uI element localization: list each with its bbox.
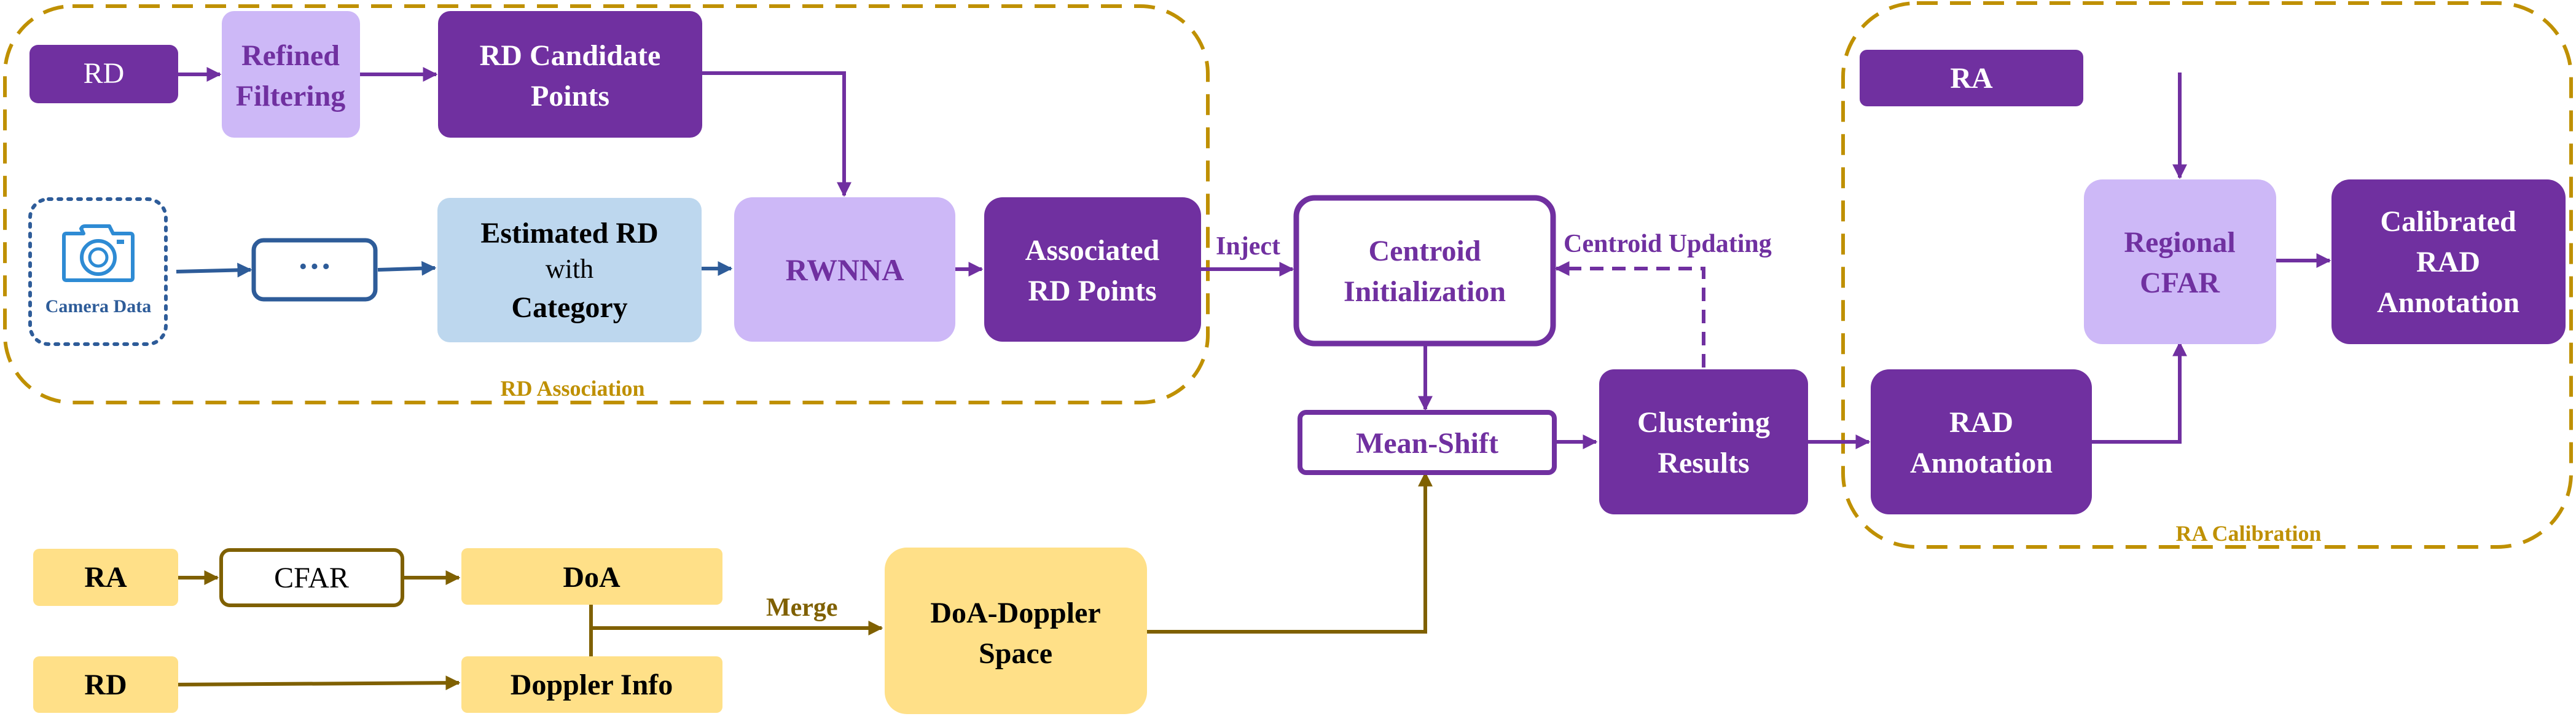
node-doa: DoA xyxy=(461,548,722,605)
node-regional-cfar-line2: CFAR xyxy=(2140,267,2220,299)
inject-label: Inject xyxy=(1216,232,1280,261)
node-rad-annotation-line1: RAD xyxy=(1949,406,2013,439)
edges xyxy=(176,67,2331,691)
node-estimated-rd-line2: with xyxy=(546,254,593,284)
edge-rd-to-doppler xyxy=(178,675,461,691)
node-associated-line1: Associated xyxy=(1025,234,1160,267)
node-centroid-init-line1: Centroid xyxy=(1368,235,1481,267)
node-doa-doppler-space: DoA-Doppler Space xyxy=(885,548,1147,714)
node-clustering-line2: Results xyxy=(1658,447,1749,479)
node-calibrated-line2: RAD xyxy=(2416,246,2480,278)
node-centroid-init-line2: Initialization xyxy=(1344,275,1506,308)
node-associated-line2: RD Points xyxy=(1028,275,1156,307)
node-rad-annotation: RAD Annotation xyxy=(1871,369,2092,514)
node-calibrated-line1: Calibrated xyxy=(2380,205,2516,238)
node-cfar-label: CFAR xyxy=(274,562,349,594)
node-rwnna-label: RWNNA xyxy=(786,253,904,287)
node-ellipsis: ··· xyxy=(251,238,378,302)
node-doa-doppler-line2: Space xyxy=(979,637,1052,670)
node-ra-top: RA xyxy=(1860,50,2083,106)
node-refined-filtering: Refined Filtering xyxy=(222,11,360,138)
node-rd-top-label: RD xyxy=(84,57,125,90)
node-doa-label: DoA xyxy=(563,561,621,594)
centroid-updating-label: Centroid Updating xyxy=(1564,230,1772,258)
node-refined-filtering-line1: Refined xyxy=(241,39,340,72)
node-rad-annotation-line2: Annotation xyxy=(1910,447,2053,479)
edge-candidate-to-rwnna xyxy=(702,71,851,197)
node-cfar: CFAR xyxy=(219,548,404,607)
camera-icon xyxy=(62,224,135,282)
node-ra-top-label: RA xyxy=(1950,62,1993,95)
rd-association-label: RD Association xyxy=(500,376,644,401)
edge-doadoppler-to-meanshift xyxy=(1147,471,1433,634)
edge-ellipsis-to-estimated xyxy=(377,261,437,276)
node-clustering-line1: Clustering xyxy=(1637,406,1770,439)
node-camera-data-label: Camera Data xyxy=(45,296,151,316)
node-rd-bottom-label: RD xyxy=(84,669,127,701)
edge-rad-to-regional xyxy=(2092,341,2187,444)
node-centroid-initialization: Centroid Initialization xyxy=(1293,195,1556,347)
node-mean-shift: Mean-Shift xyxy=(1298,410,1557,475)
merge-label: Merge xyxy=(766,594,838,622)
node-rd-candidate-points: RD Candidate Points xyxy=(438,11,702,138)
ra-calibration-label: RA Calibration xyxy=(2175,521,2321,546)
edge-clustering-to-centroid xyxy=(1554,261,1705,367)
node-associated-rd-points: Associated RD Points xyxy=(984,197,1201,342)
node-doa-doppler-line1: DoA-Doppler xyxy=(930,597,1100,629)
node-ra-bottom-label: RA xyxy=(84,561,127,594)
edge-camera-to-ellipsis xyxy=(176,262,253,278)
node-regional-cfar: Regional CFAR xyxy=(2084,179,2276,344)
node-mean-shift-label: Mean-Shift xyxy=(1356,427,1498,460)
node-rwnna: RWNNA xyxy=(734,197,955,342)
node-doppler-info-label: Doppler Info xyxy=(511,669,673,701)
node-estimated-rd-line3: Category xyxy=(511,291,627,324)
ra-calibration-region: RA Calibration xyxy=(1841,1,2573,549)
node-calibrated-line3: Annotation xyxy=(2377,286,2519,319)
node-ellipsis-label: ··· xyxy=(297,248,332,286)
rd-association-region: RD Association xyxy=(3,4,1210,404)
node-estimated-rd-line1: Estimated RD xyxy=(480,217,658,250)
node-rd-bottom: RD xyxy=(33,656,178,713)
node-estimated-rd: Estimated RD with Category xyxy=(437,198,702,342)
node-ra-bottom: RA xyxy=(33,549,178,606)
node-camera-data: Camera Data xyxy=(28,197,168,346)
node-rd-candidate-line2: Points xyxy=(531,80,609,112)
node-rd-top: RD xyxy=(29,45,178,103)
node-regional-cfar-line1: Regional xyxy=(2124,226,2235,259)
node-refined-filtering-line2: Filtering xyxy=(236,80,346,112)
node-rd-candidate-line1: RD Candidate xyxy=(480,39,661,72)
node-clustering-results: Clustering Results xyxy=(1599,369,1808,514)
node-doppler-info: Doppler Info xyxy=(461,656,722,713)
node-calibrated-rad-annotation: Calibrated RAD Annotation xyxy=(2331,179,2566,344)
